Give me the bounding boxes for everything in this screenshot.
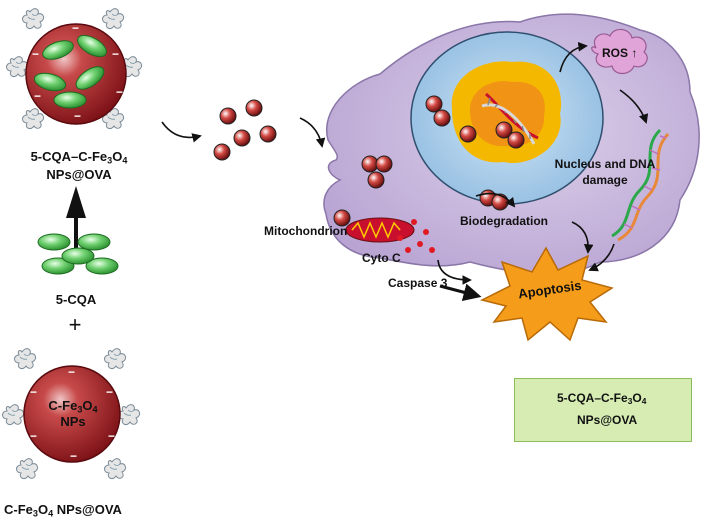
svg-text:−: −: [108, 429, 115, 443]
nucleus: [410, 31, 604, 205]
bottom-caption-a: C-Fe: [4, 502, 33, 517]
cqa-label: 5-CQA: [55, 292, 97, 307]
mitochondrion-label: Mitochondrion: [264, 224, 348, 238]
uptake-arrow: [161, 121, 202, 143]
legend-line1: 5-CQA–C-Fe3O4: [557, 391, 646, 405]
bottom-np-inner-sub4: 4: [92, 404, 98, 415]
top-np-sub4: 4: [122, 155, 128, 166]
bottom-caption-sub4: 4: [48, 508, 54, 519]
biodegradation-label: Biodegradation: [460, 214, 549, 228]
top-np-caption-a: 5-CQA–C-Fe: [30, 149, 108, 164]
cyto-c-label: Cyto C: [362, 251, 401, 265]
ros-cloud-icon: [591, 28, 648, 75]
bottom-caption-sub3: 3: [32, 508, 38, 519]
apoptosis-burst-icon: [479, 246, 614, 342]
legend-sub3: 3: [627, 396, 633, 407]
top-np-o: O: [112, 149, 123, 164]
legend-box: 5-CQA–C-Fe3O4 NPs@OVA: [514, 378, 692, 442]
ros-label: ROS ↑: [602, 46, 638, 60]
cqa-capsules: [37, 233, 119, 275]
bottom-caption-b: NPs@OVA: [53, 502, 122, 517]
up-arrow-small-icon: ↑: [631, 46, 638, 60]
bottom-np-inner-o: O: [82, 398, 93, 413]
bottom-np-inner-label: C-Fe3O4 NPs: [42, 398, 104, 430]
nucleus-dna-label: Nucleus and DNA damage: [530, 156, 680, 188]
bottom-np-inner-sub3: 3: [77, 404, 83, 415]
svg-text:−: −: [70, 449, 77, 463]
svg-text:−: −: [74, 109, 81, 123]
legend-sub4: 4: [641, 396, 647, 407]
bottom-np-inner-b: NPs: [60, 414, 86, 429]
svg-text:−: −: [32, 47, 39, 61]
svg-text:−: −: [116, 85, 123, 99]
svg-text:−: −: [68, 365, 75, 379]
damaged-dna-icon: [611, 128, 670, 242]
caspase-label: Caspase 3: [388, 276, 448, 290]
top-np-caption-b: NPs@OVA: [46, 167, 112, 182]
bottom-caption-o: O: [37, 502, 49, 517]
svg-text:−: −: [112, 47, 119, 61]
nucleus-dna-line2: damage: [582, 173, 628, 187]
legend-a: 5-CQA–C-Fe: [557, 391, 628, 405]
cytochrome-c-dots: [397, 219, 435, 253]
legend-line2: NPs@OVA: [577, 413, 638, 427]
top-np-sub3: 3: [107, 155, 113, 166]
top-nanoparticle: − − − − − −: [6, 8, 143, 130]
svg-text:−: −: [30, 429, 37, 443]
plus-sign: +: [68, 312, 82, 337]
entry-arrow: [299, 117, 326, 148]
legend-o: O: [632, 391, 642, 405]
mitochondrion-icon: [333, 209, 415, 243]
bottom-np-caption: C-Fe3O4 NPs@OVA: [4, 502, 122, 519]
nucleus-dna-line1: Nucleus and DNA: [554, 157, 656, 171]
svg-text:−: −: [72, 21, 79, 35]
bottom-nanoparticle: − − − − − −: [2, 348, 141, 480]
svg-text:−: −: [34, 89, 41, 103]
blank-region: [186, 338, 472, 452]
top-np-caption: 5-CQA–C-Fe3O4 NPs@OVA: [14, 148, 144, 184]
free-nanoparticles: [213, 99, 277, 161]
svg-text:−: −: [106, 385, 113, 399]
bottom-np-inner-a: C-Fe: [48, 398, 78, 413]
svg-text:−: −: [30, 385, 37, 399]
dna-helix-icon: [481, 92, 539, 145]
